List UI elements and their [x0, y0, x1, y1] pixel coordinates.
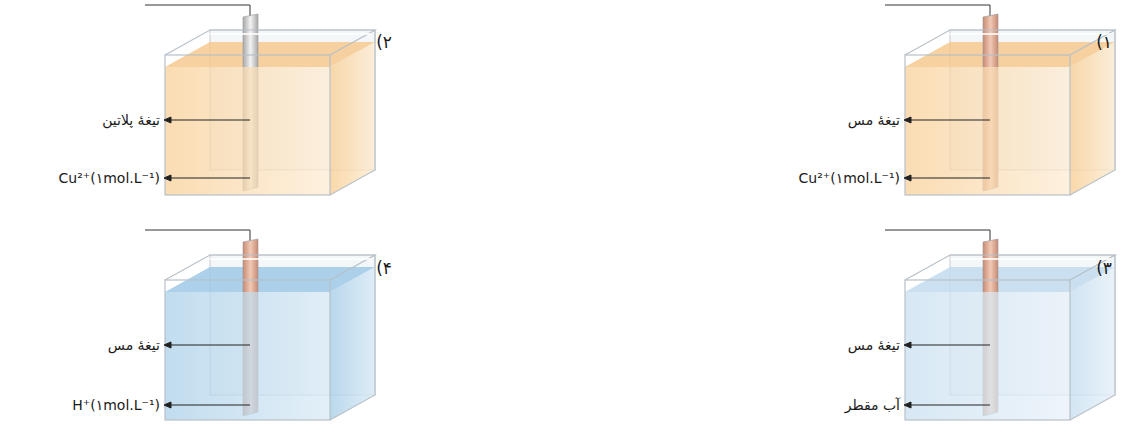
leader-arrowhead [164, 117, 171, 123]
callout-number: (۴ [376, 258, 392, 278]
leader-line [910, 178, 990, 179]
leader-line [910, 405, 990, 406]
leader-arrowhead [164, 175, 171, 181]
beaker [885, 230, 1115, 420]
leader-line [910, 120, 990, 121]
part-label: Cu²⁺(۱mol.L⁻¹) [799, 170, 900, 187]
part-label: H⁺(۱mol.L⁻¹) [72, 397, 160, 414]
leader-line [170, 178, 250, 179]
leader-line [910, 345, 990, 346]
leader-line [170, 345, 250, 346]
leader-line [170, 405, 250, 406]
leader-arrowhead [904, 342, 911, 348]
callout-number: (۲ [376, 32, 392, 52]
part-label: تیغهٔ مس [848, 337, 900, 354]
leader-line [170, 120, 250, 121]
leader-arrowhead [164, 342, 171, 348]
leader-arrowhead [904, 117, 911, 123]
beaker [885, 5, 1115, 195]
part-label: تیغهٔ مس [848, 112, 900, 129]
part-label: تیغهٔ مس [108, 337, 160, 354]
part-label: تیغهٔ پلاتین [102, 112, 160, 129]
part-label: آب مقطر [845, 397, 900, 414]
beaker [145, 230, 375, 420]
leader-arrowhead [904, 175, 911, 181]
beaker [145, 5, 375, 195]
part-label: Cu²⁺(۱mol.L⁻¹) [59, 170, 160, 187]
callout-number: (۱ [1096, 32, 1112, 52]
leader-arrowhead [904, 402, 911, 408]
callout-number: (۳ [1096, 258, 1112, 278]
leader-arrowhead [164, 402, 171, 408]
